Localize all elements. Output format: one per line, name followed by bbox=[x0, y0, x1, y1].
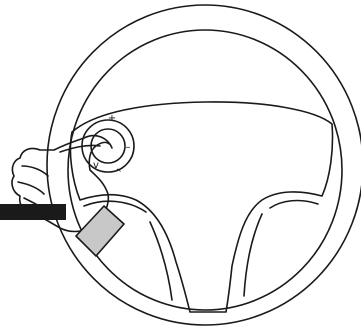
finger-line-2 bbox=[18, 182, 44, 194]
chevron-down-icon[interactable]: v bbox=[93, 160, 99, 171]
hand bbox=[0, 136, 124, 256]
spoke-bottom-left bbox=[150, 222, 172, 300]
spoke-left-detail bbox=[84, 201, 146, 212]
minus-icon[interactable]: – bbox=[126, 142, 131, 153]
finger-line-1 bbox=[22, 166, 48, 176]
chevron-up-icon[interactable]: ^ bbox=[114, 168, 122, 179]
spoke-right-detail bbox=[270, 201, 318, 208]
spoke-bottom-right bbox=[244, 214, 262, 296]
wheel-hub bbox=[70, 102, 332, 312]
sleeve-cuff bbox=[76, 206, 124, 256]
arm bbox=[0, 204, 66, 220]
wheel-rim-inner bbox=[68, 30, 342, 310]
plus-icon[interactable]: + bbox=[108, 113, 116, 124]
